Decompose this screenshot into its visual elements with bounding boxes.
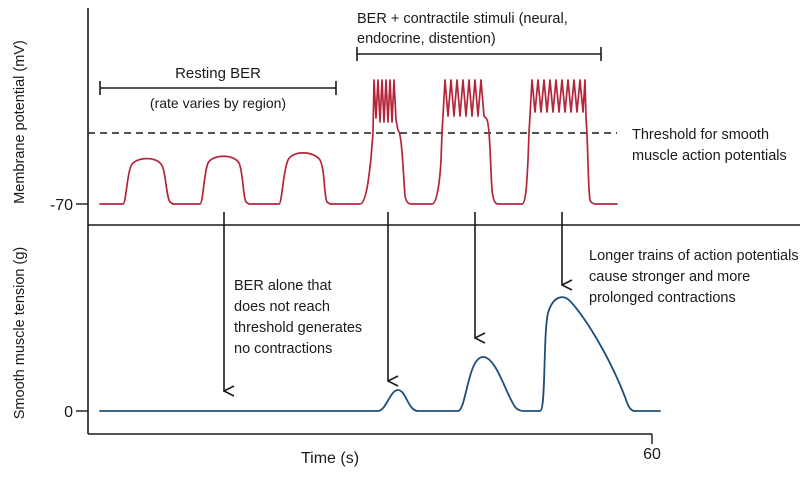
threshold-label-line1: Threshold for smooth	[632, 127, 769, 143]
tick-zero-label: 0	[64, 404, 73, 421]
resting-ber-label: Resting BER	[175, 65, 261, 82]
ber-alone-line1: BER alone that	[234, 278, 332, 294]
y-axis-title-membrane: Membrane potential (mV)	[12, 40, 28, 204]
resting-ber-sublabel: (rate varies by region)	[150, 95, 286, 111]
ber-alone-line2: does not reach	[234, 299, 330, 315]
membrane-potential-trace	[99, 79, 618, 205]
longer-trains-line3: prolonged contractions	[589, 290, 736, 306]
x-axis-title: Time (s)	[301, 450, 359, 467]
tick-neg70-label: -70	[50, 197, 73, 214]
longer-trains-line1: Longer trains of action potentials	[589, 248, 799, 264]
ber-alone-line3: threshold generates	[234, 320, 362, 336]
muscle-tension-trace	[99, 296, 661, 412]
longer-trains-line2: cause stronger and more	[589, 269, 750, 285]
threshold-label-line2: muscle action potentials	[632, 148, 787, 164]
tick-sixty-label: 60	[643, 446, 661, 463]
y-axis-title-tension: Smooth muscle tension (g)	[12, 247, 28, 419]
ber-alone-line4: no contractions	[234, 341, 332, 357]
stimuli-label-line2: endocrine, distention)	[357, 31, 496, 47]
stimuli-label-line1: BER + contractile stimuli (neural,	[357, 11, 568, 27]
